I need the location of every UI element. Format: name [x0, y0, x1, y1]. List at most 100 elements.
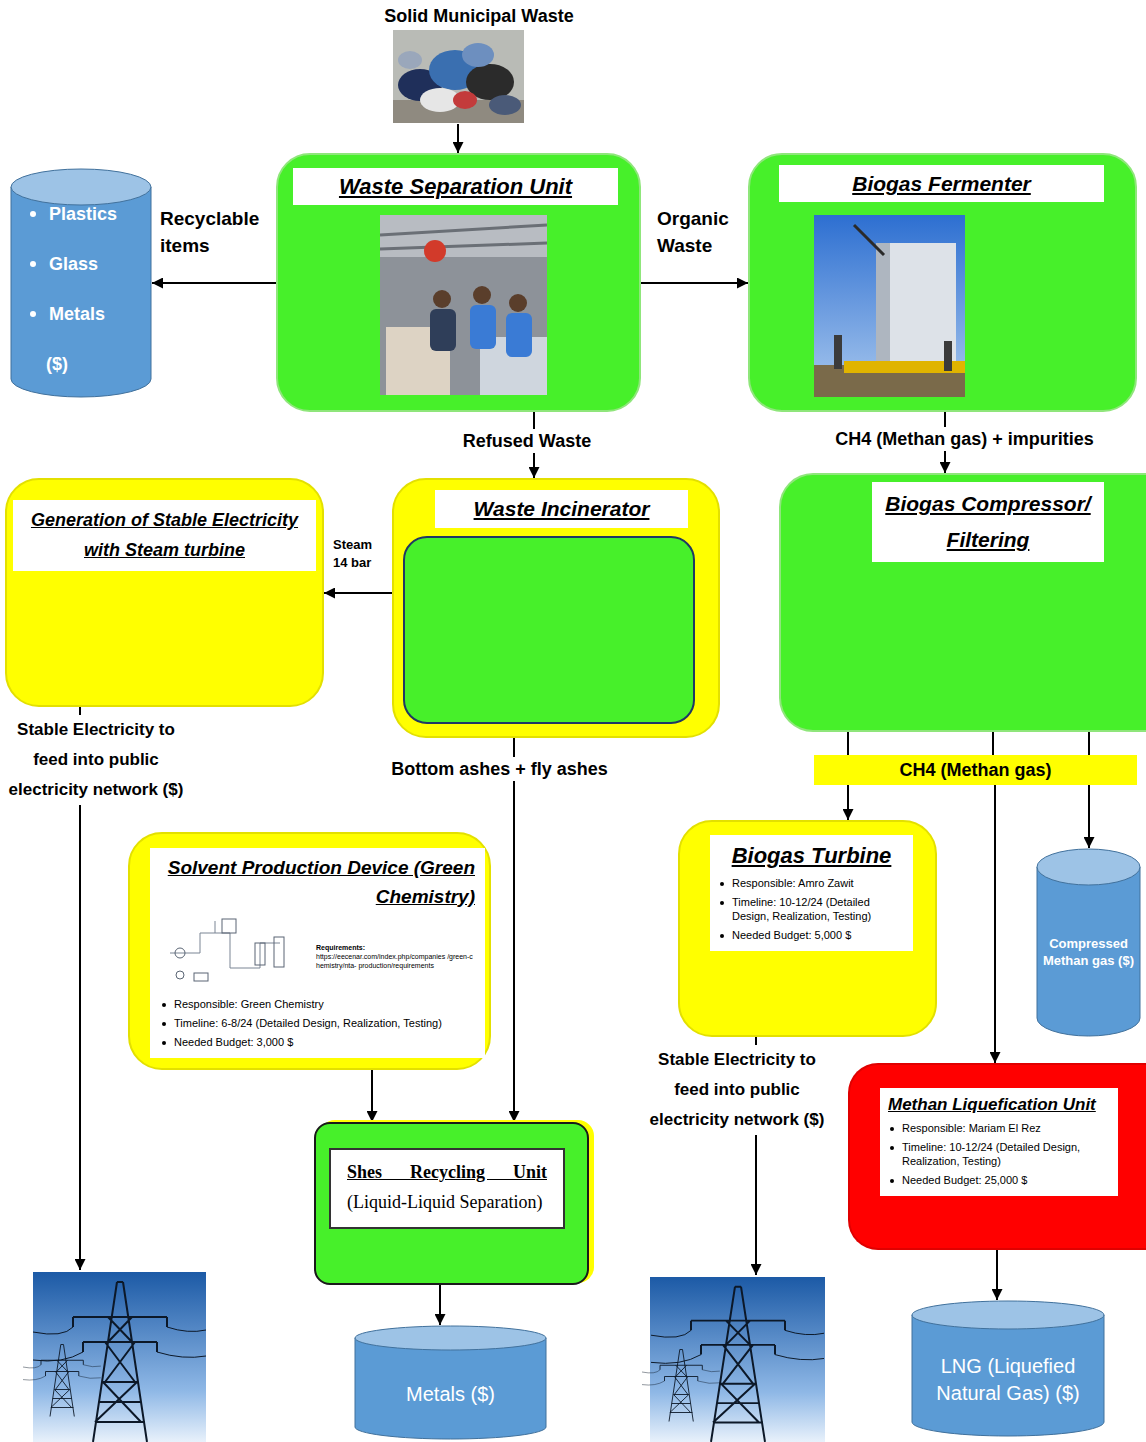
bullet-dot: [720, 882, 724, 886]
bullet-dot: [720, 901, 724, 905]
requirements: Requirements:https://eecenar.com/index.p…: [316, 913, 475, 970]
node-subtitle: (Liquid-Liquid Separation): [347, 1187, 547, 1218]
title-panel: Generation of Stable Electricity with St…: [13, 500, 316, 571]
storage-cylinder: Compressed Methan gas ($): [1036, 848, 1141, 1037]
node-title: Biogas Turbine: [718, 841, 905, 872]
svg-path: [380, 225, 547, 249]
node-title: Generation of Stable Electricity with St…: [17, 506, 312, 565]
process-box: Generation of Stable Electricity with St…: [5, 478, 324, 707]
bullet-row: Responsible: Amro Zawit: [718, 876, 905, 891]
node-title: Biogas Compressor/ Filtering: [876, 486, 1100, 558]
svg-rect: [650, 1277, 825, 1442]
schematic-thumbnail: [160, 913, 290, 993]
note-heading: Requirements:: [316, 943, 475, 952]
bullet-text: Metals: [49, 302, 146, 326]
title-panel: Shes Recycling Unit(Liquid-Liquid Separa…: [329, 1148, 565, 1229]
note-label: Stable Electricity to feed into public e…: [645, 1045, 829, 1135]
bullet-row: Metals: [28, 302, 146, 352]
bullet-text: Timeline: 6-8/24 (Detailed Design, Reali…: [174, 1016, 475, 1031]
process-box: Shes Recycling Unit(Liquid-Liquid Separa…: [314, 1122, 589, 1285]
bullet-text: Responsible: Green Chemistry: [174, 997, 475, 1012]
gas-line: [848, 732, 1089, 755]
flow-arrow: [996, 1250, 998, 1300]
svg-circle: [175, 948, 185, 958]
fermenter-photo: [814, 215, 965, 397]
edge-label: Bottom ashes + fly ashes: [372, 757, 627, 781]
flow-arrow: [457, 124, 459, 153]
svg-rect: [222, 919, 236, 933]
title-panel: Solvent Production Device (Green Chemist…: [150, 848, 485, 1058]
svg-path: [170, 921, 280, 968]
bullet-dot: [720, 934, 724, 938]
pylon-photo: [642, 1277, 825, 1442]
bullet-dot: [30, 261, 36, 267]
sorting-photo: [380, 215, 547, 395]
flow-arrow: [371, 1070, 373, 1122]
storage-cylinder: Metals ($): [354, 1325, 547, 1440]
bullet-text: Needed Budget: 25,000 $: [902, 1173, 1110, 1188]
bullet-row: Glass: [28, 252, 146, 302]
edge-label: Recyclable items: [160, 205, 272, 259]
svg-circle: [433, 290, 451, 308]
flow-arrow: [439, 1285, 441, 1325]
cylinder-shape: [10, 168, 152, 398]
node-title: Waste Separation Unit: [299, 172, 612, 201]
bullet-row: Needed Budget: 25,000 $: [888, 1173, 1110, 1188]
svg-circle: [176, 971, 184, 979]
title-panel: Waste Separation Unit: [293, 168, 618, 205]
svg-rect: [470, 305, 496, 349]
band-label: CH4 (Methan gas): [814, 755, 1137, 785]
bullet-row: Plastics: [28, 202, 146, 252]
bullet-text: Timeline: 10-12/24 (Detailed Design, Rea…: [902, 1140, 1110, 1170]
bullet-dot: [162, 1022, 166, 1026]
cylinder-text: LNG (Liquefied Natural Gas) ($): [927, 1353, 1089, 1407]
bullet-text: Responsible: Mariam El Rez: [902, 1121, 1110, 1136]
bullet-text: Plastics: [49, 202, 146, 226]
svg-use: [23, 1345, 101, 1417]
pylon-photo: [23, 1272, 206, 1442]
bullet-row: Timeline: 10-12/24 (Detailed Design, Rea…: [888, 1140, 1110, 1170]
info-row: Requirements:https://eecenar.com/index.p…: [160, 913, 475, 993]
svg-ellipse: [11, 169, 151, 205]
inner-chamber: [403, 536, 695, 724]
bullet-row: Responsible: Green Chemistry: [160, 997, 475, 1012]
bullet-dot: [30, 311, 36, 317]
flow-arrow: [1088, 785, 1090, 848]
node-title: Solid Municipal Waste: [370, 4, 588, 28]
flow-arrow: [994, 785, 996, 1063]
bullet-dot: [890, 1146, 894, 1150]
svg-circle: [509, 294, 527, 312]
flow-arrow: [847, 785, 849, 820]
svg-circle: [473, 286, 491, 304]
flow-arrow: [152, 282, 276, 284]
svg-use: [642, 1350, 720, 1422]
bullet-dot: [162, 1041, 166, 1045]
task-box: Methan Liquefication UnitResponsible: Ma…: [848, 1063, 1146, 1250]
bullet-row: Needed Budget: 5,000 $: [718, 928, 905, 943]
bullet-row: Responsible: Mariam El Rez: [888, 1121, 1110, 1136]
svg-rect: [814, 215, 965, 397]
title-panel: Biogas Fermenter: [779, 165, 1104, 202]
bullet-row: Timeline: 10-12/24 (Detailed Design, Rea…: [718, 895, 905, 925]
source-image-node: Solid Municipal Waste: [370, 4, 588, 124]
bullet-dot: [162, 1003, 166, 1007]
svg-rect: [380, 215, 547, 395]
node-title: Biogas Fermenter: [785, 169, 1098, 198]
bullet-text: Responsible: Amro Zawit: [732, 876, 905, 891]
bullet-dot: [30, 211, 36, 217]
edge-label: Steam 14 bar: [333, 536, 385, 572]
bullet-text: Needed Budget: 3,000 $: [174, 1035, 475, 1050]
svg-rect: [380, 215, 547, 257]
svg-rect: [944, 341, 952, 371]
bullet-dot: [890, 1127, 894, 1131]
title-panel: Waste Incinerator: [435, 490, 688, 528]
svg-path: [11, 187, 151, 397]
bullet-text: Needed Budget: 5,000 $: [732, 928, 905, 943]
svg-rect: [506, 313, 532, 357]
process-box: Waste Incinerator: [392, 478, 720, 738]
svg-rect: [834, 335, 842, 369]
storage-cylinder: LNG (Liquefied Natural Gas) ($): [911, 1300, 1105, 1437]
process-box: Waste Separation Unit: [276, 153, 641, 412]
flow-arrow: [641, 282, 748, 284]
